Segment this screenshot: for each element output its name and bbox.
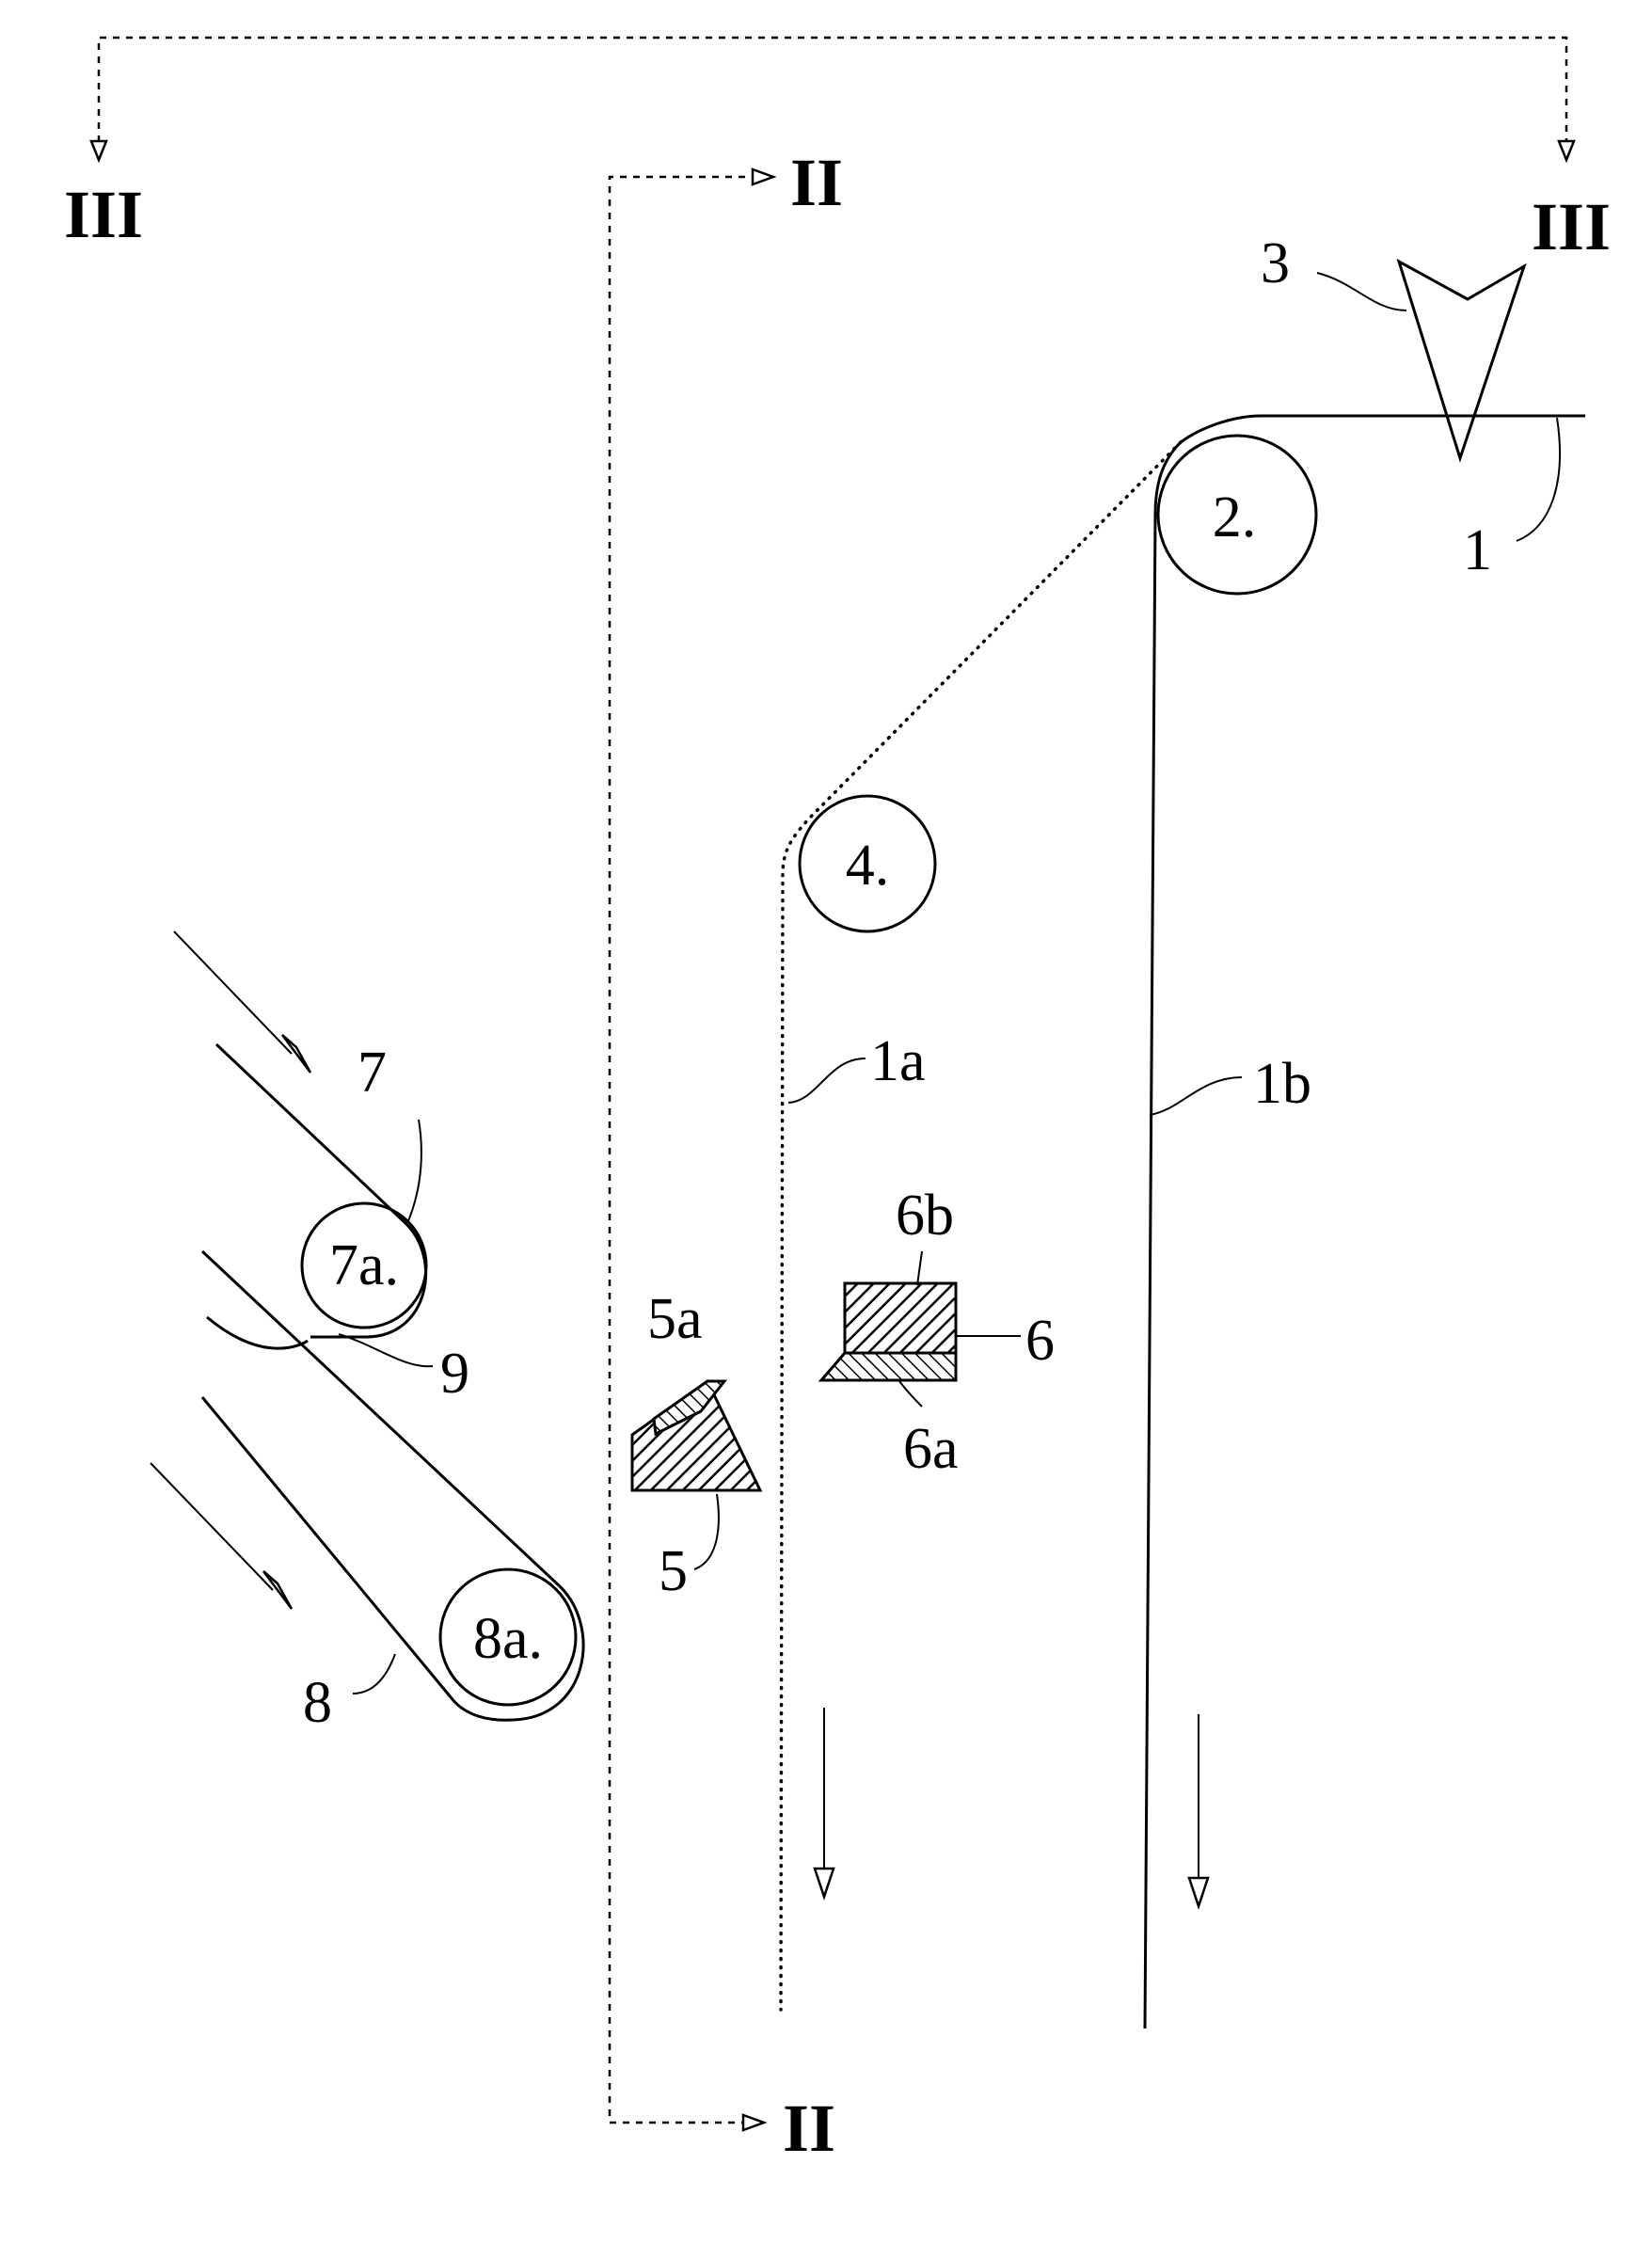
feed-arrow-8 [151, 1463, 292, 1609]
section-line-II [610, 169, 773, 2130]
leader-1a [788, 1058, 866, 1103]
ref-2-label: 2. [1213, 485, 1257, 549]
section-line-III [91, 38, 1574, 160]
section-II-top-label: II [790, 145, 843, 220]
ref-5a-label: 5a [647, 1287, 703, 1351]
flow-arrow-1a [815, 1708, 834, 1897]
belt-7-return [207, 1317, 308, 1348]
ref-4-label: 4. [846, 834, 890, 898]
web-1a [781, 442, 1181, 2010]
section-II-bottom-label: II [783, 2091, 835, 2166]
flow-arrow-1b [1189, 1714, 1208, 1906]
ref-6-label: 6 [1025, 1309, 1055, 1373]
leader-1b [1150, 1077, 1242, 1115]
ref-6a-label: 6a [903, 1417, 959, 1481]
leader-7 [407, 1120, 421, 1223]
section-III-right-label: III [1532, 189, 1611, 264]
ref-9-label: 9 [440, 1342, 469, 1406]
ref-7-label: 7 [357, 1041, 387, 1105]
element-5 [632, 1381, 760, 1490]
cutter-3 [1399, 262, 1524, 458]
web-1 [1181, 416, 1585, 442]
belt-8-lower [202, 1397, 452, 1698]
ref-1-label: 1 [1463, 518, 1492, 582]
ref-3-label: 3 [1261, 231, 1290, 295]
ref-8a-label: 8a. [473, 1607, 543, 1671]
ref-8-label: 8 [303, 1671, 332, 1735]
ref-7a-label: 7a. [329, 1233, 399, 1297]
ref-6b-label: 6b [896, 1184, 954, 1248]
leader-1 [1517, 418, 1560, 541]
belt-8-upper [202, 1251, 560, 1586]
element-6 [821, 1283, 956, 1380]
section-III-left-label: III [64, 177, 143, 252]
ref-5-label: 5 [659, 1539, 688, 1603]
leader-3 [1317, 273, 1406, 310]
web-1b [1145, 442, 1181, 2028]
leader-9 [339, 1334, 433, 1366]
leader-5 [694, 1494, 719, 1569]
ref-1a-label: 1a [870, 1029, 926, 1093]
ref-1b-label: 1b [1253, 1052, 1311, 1116]
leader-6a [899, 1381, 922, 1407]
leader-6b [917, 1251, 922, 1285]
feed-arrow-7 [174, 931, 310, 1073]
leader-8 [353, 1654, 395, 1694]
